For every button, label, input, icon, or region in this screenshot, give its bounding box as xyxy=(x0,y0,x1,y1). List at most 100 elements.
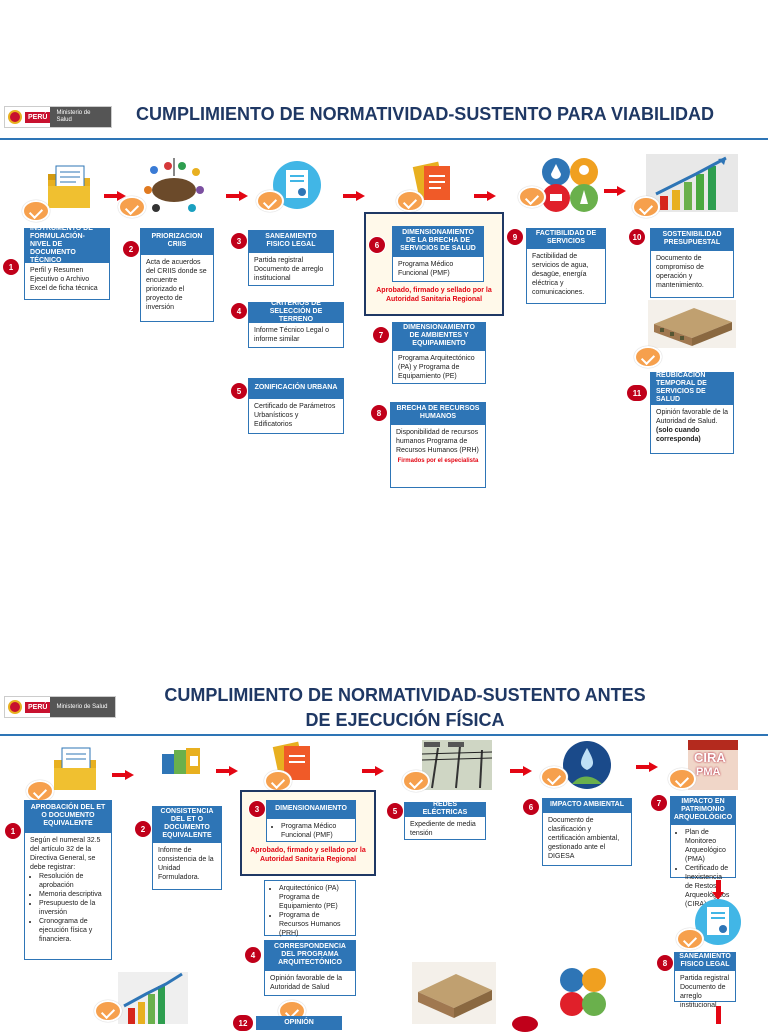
s2-step7-box: Plan de Monitoreo Arqueológico (PMA) Cer… xyxy=(670,824,736,908)
s2-step4-number: 4 xyxy=(244,946,262,964)
s1-step11-header: REUBICACIÓN TEMPORAL DE SERVICIOS DE SAL… xyxy=(650,372,734,404)
logo-peru-2: PERÚ xyxy=(25,701,51,713)
check-icon xyxy=(26,780,54,802)
s1-step8-box: Disponibilidad de recursos humanos Progr… xyxy=(390,424,486,488)
s1-step8-number: 8 xyxy=(370,404,388,422)
check-icon xyxy=(396,190,424,212)
s2-step4-header: CORRESPONDENCIA DEL PROGRAMA ARQUITECTÓN… xyxy=(264,940,356,970)
check-icon xyxy=(256,190,284,212)
check-icon xyxy=(634,346,662,368)
arrow-icon xyxy=(226,191,248,201)
s2-step1-item: Cronograma de ejecución física y financi… xyxy=(39,917,106,944)
s2-step7-number: 7 xyxy=(650,794,668,812)
s2-step2-body: Informe de consistencia de la Unidad For… xyxy=(152,842,222,890)
down-arrow-head xyxy=(712,892,724,900)
s1-step7-header: DIMENSIONAMIENTO DE AMBIENTES Y EQUIPAMI… xyxy=(392,322,486,350)
s1-step2-number: 2 xyxy=(122,240,140,258)
documents-stack-icon xyxy=(410,160,462,206)
slide1-rule xyxy=(0,138,768,140)
slide2-title-line2: DE EJECUCIÓN FÍSICA xyxy=(305,710,505,730)
s2-step3-header: DIMENSIONAMIENTO xyxy=(266,800,356,818)
s1-step4-header: CRITERIOS DE SELECCIÓN DE TERRENO xyxy=(248,300,344,323)
s2-step7-item: Certificado de Inexistencia de Restos Ar… xyxy=(685,864,730,909)
check-icon xyxy=(540,766,568,788)
s2-step6-header: IMPACTO AMBIENTAL xyxy=(542,798,632,812)
s1-step8-header: BRECHA DE RECURSOS HUMANOS xyxy=(390,402,486,424)
arrow-icon xyxy=(510,766,532,776)
s1-step11-box: Opinión favorable de la Autoridad de Sal… xyxy=(650,404,734,454)
logo-ministerio: Ministerio de Salud xyxy=(50,107,111,127)
s2-step1-box: Según el numeral 32.5 del artículo 32 de… xyxy=(24,832,112,960)
s1-step8-note: Firmados por el especialista xyxy=(397,458,479,464)
number-badge-partial xyxy=(512,1016,538,1032)
arrow-icon xyxy=(362,766,384,776)
down-arrow-icon xyxy=(716,880,721,894)
s2-step12-header: OPINIÓN xyxy=(256,1016,342,1030)
check-icon xyxy=(402,770,430,792)
check-icon xyxy=(118,196,146,218)
utility-services-icon xyxy=(538,156,602,212)
certificate-document-icon xyxy=(272,160,322,210)
s2-step3-box: Programa Médico Funcional (PMF) xyxy=(266,818,356,842)
minsa-logo-2: PERÚ Ministerio de Salud xyxy=(4,696,116,718)
cira-pma-image: CIRA PMA xyxy=(688,740,738,790)
utility-services-icon xyxy=(558,966,608,1024)
s1-step10-body: Documento de compromiso de operación y m… xyxy=(650,250,734,298)
s2-step1-header: APROBACIÓN DEL ET O DOCUMENTO EQUIVALENT… xyxy=(24,800,112,832)
s2-step3-extra-item: Arquitectónico (PA) Programa de Equipami… xyxy=(279,884,350,911)
s1-step9-header: FACTIBILIDAD DE SERVICIOS xyxy=(526,228,606,248)
s1-step7-body: Programa Arquitectónico (PA) y Programa … xyxy=(392,350,486,384)
s2-step1-number: 1 xyxy=(4,822,22,840)
s1-step9-body: Factibilidad de servicios de agua, desag… xyxy=(526,248,606,304)
s1-step1-header: INSTRUMENTO DE FORMULACIÓN- NIVEL DE DOC… xyxy=(24,225,110,264)
s1-step11-bold: (solo cuando corresponda) xyxy=(656,427,701,443)
down-arrow-icon xyxy=(716,1006,721,1024)
s2-step3-extra: Arquitectónico (PA) Programa de Equipami… xyxy=(264,880,356,938)
s1-step6-note: Aprobado, firmado y sellado por la Autor… xyxy=(376,287,492,303)
s1-step3-header: SANEAMIENTO FISICO LEGAL xyxy=(248,230,334,252)
slide2-rule xyxy=(0,734,768,736)
s2-step3-extra-item: Programa de Recursos Humanos (PRH) xyxy=(279,911,350,938)
s1-step6-number: 6 xyxy=(368,236,386,254)
s2-step7-header: IMPACTO EN PATRIMONIO ARQUEOLÓGICO xyxy=(670,796,736,824)
meeting-table-icon xyxy=(140,156,208,218)
s1-step2-header: PRIORIZACION CRIIS xyxy=(140,228,214,254)
s1-step11-body: Opinión favorable de la Autoridad de Sal… xyxy=(656,409,728,425)
s1-step9-number: 9 xyxy=(506,228,524,246)
s1-step6-header: DIMENSIONAMIENTO DE LA BRECHA DE SERVICI… xyxy=(392,226,484,256)
arrow-icon xyxy=(604,186,626,196)
power-lines-image xyxy=(421,740,493,790)
check-icon xyxy=(22,200,50,222)
s2-step7-item: Plan de Monitoreo Arqueológico (PMA) xyxy=(685,828,730,864)
environment-icon xyxy=(562,740,612,790)
arrow-icon xyxy=(112,770,134,780)
s1-step4-body: Informe Técnico Legal o informe similar xyxy=(248,322,344,348)
slide2-title-line1: CUMPLIMIENTO DE NORMATIVIDAD-SUSTENTO AN… xyxy=(164,685,646,705)
cira-label: CIRA xyxy=(694,750,726,765)
s2-step6-number: 6 xyxy=(522,798,540,816)
s2-step5-header: REDES ELÉCTRICAS xyxy=(404,801,486,816)
s2-step4-body: Opinión favorable de la Autoridad de Sal… xyxy=(264,970,356,996)
check-icon xyxy=(94,1000,122,1022)
growth-chart-icon xyxy=(118,972,188,1024)
s2-step1-item: Resolución de aprobación xyxy=(39,872,106,890)
s2-step3-number: 3 xyxy=(248,800,266,818)
s1-step10-header: SOSTENIBILIDAD PRESUPUESTAL xyxy=(650,228,734,250)
pma-label: PMA xyxy=(696,766,721,778)
s2-step5-number: 5 xyxy=(386,802,404,820)
s2-step2-number: 2 xyxy=(134,820,152,838)
check-icon xyxy=(264,770,292,792)
logo-peru: PERÚ xyxy=(25,111,51,123)
s1-step5-body: Certificado de Parámetros Urbanísticos y… xyxy=(248,398,344,434)
s2-step8-header: SANEAMIENTO FISICO LEGAL xyxy=(674,952,736,970)
s2-step1-item: Memoria descriptiva xyxy=(39,890,106,899)
check-icon xyxy=(676,928,704,950)
growth-chart-icon xyxy=(646,154,738,212)
arrow-icon xyxy=(104,191,126,201)
check-icon xyxy=(518,186,546,208)
s1-step10-number: 10 xyxy=(628,228,646,246)
s1-step4-number: 4 xyxy=(230,302,248,320)
slide1-title: CUMPLIMIENTO DE NORMATIVIDAD-SUSTENTO PA… xyxy=(135,104,714,124)
s1-step1-body: Perfil y Resumen Ejecutivo o Archivo Exc… xyxy=(24,262,110,300)
s2-step1-item: Presupuesto de la inversión xyxy=(39,899,106,917)
